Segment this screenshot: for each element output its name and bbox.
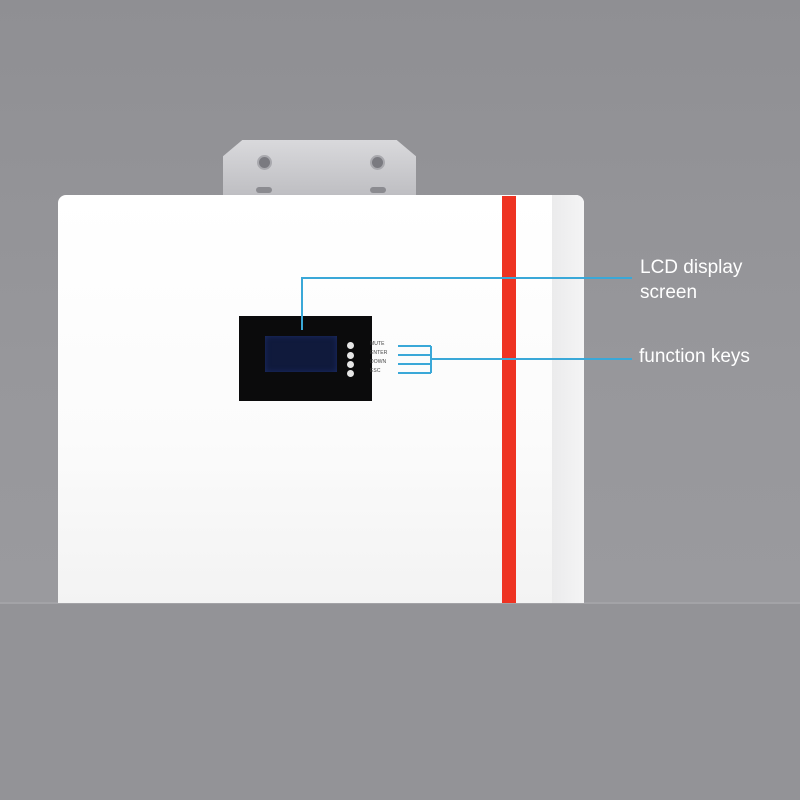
bracket-slot-left bbox=[256, 187, 272, 193]
control-panel bbox=[239, 316, 372, 401]
function-key-esc[interactable] bbox=[347, 370, 354, 377]
lcd-callout-label: LCD display screen bbox=[640, 255, 742, 305]
function-keys-callout-label: function keys bbox=[639, 346, 750, 367]
key-label-esc: ESC bbox=[370, 368, 381, 374]
bracket-screw-hole-left bbox=[257, 155, 272, 170]
horizon-line bbox=[0, 602, 800, 604]
red-accent-stripe bbox=[502, 196, 516, 603]
bracket-screw-hole-right bbox=[370, 155, 385, 170]
key-label-enter: ENTER bbox=[370, 350, 388, 356]
battery-side-edge bbox=[552, 195, 584, 603]
key-label-mute: MUTE bbox=[370, 341, 385, 347]
background-floor bbox=[0, 603, 800, 800]
keys-leader-lines bbox=[398, 345, 632, 374]
function-key-mute[interactable] bbox=[347, 342, 354, 349]
function-key-down[interactable] bbox=[347, 361, 354, 368]
function-key-enter[interactable] bbox=[347, 352, 354, 359]
lcd-display-screen bbox=[265, 336, 337, 372]
lcd-leader-line bbox=[301, 277, 632, 330]
bracket-slot-right bbox=[370, 187, 386, 193]
lcd-callout-line2: screen bbox=[640, 282, 698, 303]
wall-mount-bracket bbox=[223, 140, 416, 198]
key-label-down: DOWN bbox=[370, 359, 387, 365]
lcd-callout-line1: LCD display bbox=[640, 257, 743, 278]
